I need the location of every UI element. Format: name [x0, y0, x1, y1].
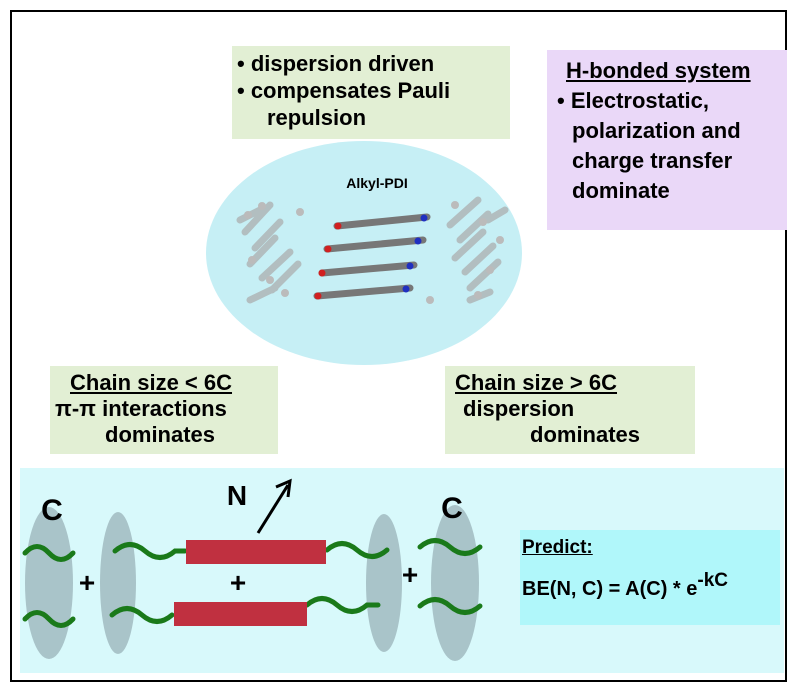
dispersion-line-2: • compensates Pauli — [237, 78, 451, 103]
n-label: N — [227, 480, 247, 511]
plus-center: + — [230, 567, 246, 598]
predict-box: Predict: BE(N, C) = A(C) * e-kC — [520, 530, 780, 625]
c-label-left: C — [41, 494, 63, 527]
dispersion-line-3: repulsion — [267, 105, 367, 130]
chain-small-title: Chain size < 6C — [70, 370, 233, 395]
disc-right-outer — [431, 505, 479, 661]
molecule-graphic: Alkyl-PDI — [206, 141, 522, 365]
hbond-line-1: • Electrostatic, — [557, 88, 709, 113]
plus-right: + — [402, 559, 418, 590]
predict-formula-exponent: -kC — [697, 570, 729, 591]
predict-formula: BE(N, C) = A(C) * e-kC — [522, 570, 780, 601]
chain-large-box: Chain size > 6C dispersion dominates — [445, 366, 695, 454]
c-label-right: C — [441, 492, 463, 525]
hbond-line-3: charge transfer — [572, 148, 733, 173]
chain-small-box: Chain size < 6C π-π interactions dominat… — [50, 366, 278, 454]
hbond-line-4: dominate — [572, 178, 670, 203]
hbond-box: H-bonded system • Electrostatic, polariz… — [547, 50, 787, 230]
disc-left-outer — [25, 507, 73, 659]
chain-large-line-1: dispersion — [463, 396, 575, 421]
chain-large-title: Chain size > 6C — [455, 370, 618, 395]
predict-label: Predict: — [522, 537, 593, 558]
core-bar-top — [186, 540, 326, 564]
disc-left-inner — [100, 512, 136, 654]
disc-right-inner — [366, 514, 402, 652]
chain-small-line-2: dominates — [105, 422, 216, 447]
molecule-ellipse — [206, 141, 522, 365]
hbond-title: H-bonded system — [566, 58, 751, 83]
hbond-line-2: polarization and — [572, 118, 741, 143]
predict-formula-base: BE(N, C) = A(C) * e — [522, 578, 698, 600]
plus-left: + — [79, 567, 95, 598]
chain-small-line-1: π-π interactions — [55, 396, 227, 421]
alkyl-chains — [22, 538, 483, 628]
dispersion-box: • dispersion driven • compensates Pauli … — [232, 46, 510, 139]
n-arrow-head — [275, 478, 292, 498]
dispersion-line-1: • dispersion driven — [237, 51, 435, 76]
n-arrow — [256, 484, 290, 534]
molecule-label: Alkyl-PDI — [346, 175, 407, 191]
pdi-stack — [236, 196, 509, 304]
core-bar-bottom — [174, 602, 307, 626]
chain-large-line-2: dominates — [530, 422, 641, 447]
